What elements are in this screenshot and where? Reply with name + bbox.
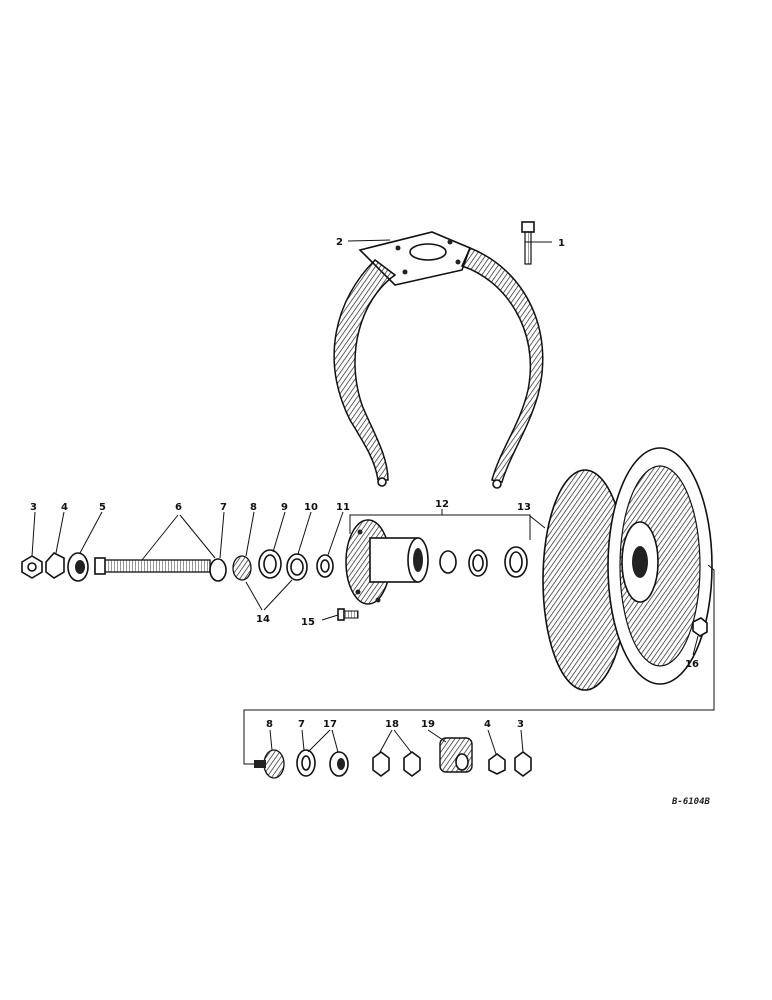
wheel-rim [542, 447, 713, 691]
callout-8-bottom: 8 [266, 719, 273, 730]
callout-4: 4 [61, 502, 68, 513]
callout-14: 14 [256, 614, 270, 625]
callout-15: 15 [301, 617, 315, 628]
callout-11: 11 [336, 502, 350, 513]
callout-17: 17 [323, 719, 337, 730]
callout-3-bottom: 3 [517, 719, 524, 730]
callout-10: 10 [304, 502, 318, 513]
hub-bolt [337, 608, 359, 621]
callout-9: 9 [281, 502, 288, 513]
leader-lines [31, 239, 699, 755]
callout-7: 7 [220, 502, 227, 513]
axle-assembly [21, 549, 334, 582]
bolt [521, 221, 535, 265]
callout-1: 1 [558, 238, 565, 249]
callout-2: 2 [336, 237, 343, 248]
drawing-number: B-6104B [671, 797, 711, 807]
wheel-hub [345, 519, 528, 605]
callout-7-bottom: 7 [298, 719, 305, 730]
callout-19: 19 [421, 719, 435, 730]
callout-3: 3 [30, 502, 37, 513]
callout-16: 16 [685, 659, 699, 670]
callout-13: 13 [517, 502, 531, 513]
callout-12: 12 [435, 499, 449, 510]
callouts: 1 2 3 4 5 6 7 8 9 10 11 12 13 14 15 16 8… [30, 237, 699, 730]
callout-8: 8 [250, 502, 257, 513]
callout-6: 6 [175, 502, 182, 513]
small-parts-row [254, 737, 532, 779]
connector-line [243, 564, 715, 765]
callout-18: 18 [385, 719, 399, 730]
valve-nut [692, 617, 708, 637]
callout-5: 5 [99, 502, 106, 513]
callout-4-bottom: 4 [484, 719, 491, 730]
fork-yoke [333, 231, 544, 489]
